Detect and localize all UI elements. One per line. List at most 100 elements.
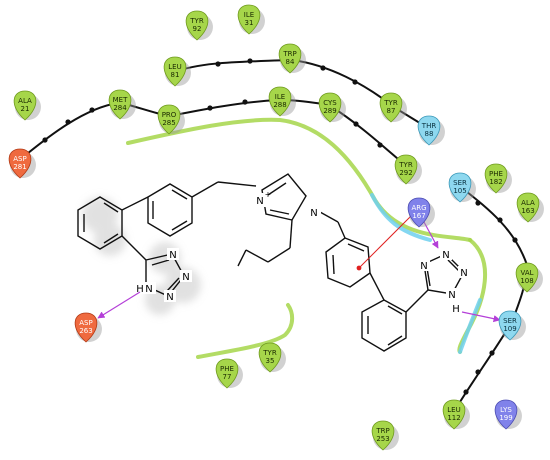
residue-name: TYR [398, 161, 413, 169]
atom-tet1-n3: N [166, 292, 173, 303]
residue-name: TRP [282, 50, 296, 58]
pocket-curve-right [457, 238, 488, 354]
backbone-leu81-trp84 [174, 59, 289, 73]
residue-number: 285 [162, 119, 175, 127]
residue-name: THR [421, 122, 437, 130]
backbone-pro285-ile288 [169, 99, 279, 117]
residue-number: 81 [171, 71, 180, 79]
pocket-curve-right-blue [458, 298, 482, 354]
pocket-outline [126, 117, 488, 359]
residue-name: ILE [244, 11, 254, 19]
hbond-tet1-asp263 [97, 291, 141, 319]
residue-number: 105 [453, 187, 466, 195]
residue-name: PHE [489, 170, 503, 178]
residue-name: SER [453, 179, 467, 187]
residue-name: CYS [323, 99, 337, 107]
residue-number: 31 [245, 19, 254, 27]
atom-tet2-n1: N [420, 261, 427, 272]
residue-name: ARG [411, 204, 426, 212]
residue-number: 108 [520, 277, 533, 285]
atom-tet2-n3: N [460, 268, 467, 279]
residue-number: 281 [13, 163, 26, 171]
residue-name: SER [503, 317, 517, 325]
ring-phenyl-c [325, 237, 371, 288]
residue-number: 21 [21, 105, 30, 113]
atom-tet1-n1: N [169, 250, 176, 261]
residue-name: LYS [500, 406, 512, 414]
atom-tet2-h: H [452, 304, 460, 315]
ring-phenyl-b [147, 183, 193, 237]
residue-name: TYR [189, 17, 204, 25]
residue-number: 292 [399, 169, 412, 177]
atom-tet1-n2: N [182, 272, 189, 283]
atom-n-plus: N [256, 196, 263, 207]
residue-name: TYR [383, 99, 398, 107]
residue-number: 163 [521, 207, 534, 215]
ring-imidazolium [261, 173, 307, 221]
residue-number: 87 [387, 107, 396, 115]
residue-number: 284 [113, 104, 127, 112]
atom-labels: N + N N N N H N N N N N H [136, 190, 470, 315]
pocket-curve-bottom [196, 303, 295, 359]
cation-pi-arg167 [358, 214, 413, 269]
ligand-structure [77, 173, 465, 352]
residue-name: LEU [168, 63, 181, 71]
residue-number: 289 [323, 107, 336, 115]
residue-number: 199 [499, 414, 512, 422]
residue-name: MET [113, 96, 128, 104]
backbone-beads [42, 58, 518, 395]
residue-number: 182 [489, 178, 502, 186]
residue-number: 288 [273, 101, 286, 109]
residue-name: ASP [79, 319, 92, 327]
residue-number: 167 [412, 212, 425, 220]
residue-name: VAL [520, 269, 533, 277]
hbond-arg167-tet2 [423, 221, 439, 249]
atom-tet2-n2: N [442, 250, 449, 261]
atom-n-imidazole: N [310, 208, 317, 219]
residue-name: PRO [162, 111, 177, 119]
residue-number: 253 [376, 435, 389, 443]
residue-name: ALA [521, 199, 535, 207]
backbone-trp84-tyr87 [291, 59, 391, 105]
interactions [97, 214, 501, 323]
residue-number: 77 [223, 373, 232, 381]
atom-tet1-nh: N [145, 284, 152, 295]
residue-name: LEU [447, 406, 460, 414]
residue-name: PHE [220, 365, 234, 373]
atom-tet2-nh: N [448, 290, 455, 301]
residue-number: 84 [286, 58, 295, 66]
residue-name: TYR [262, 349, 277, 357]
hbond-tet2-ser109 [461, 311, 501, 323]
residue-number: 112 [447, 414, 460, 422]
atom-tet1-h: H [136, 284, 144, 295]
residue-name: ALA [18, 97, 32, 105]
residue-number: 92 [193, 25, 202, 33]
residue-name: ASP [13, 155, 26, 163]
pocket-curve-top-blue [370, 193, 432, 242]
residue-number: 109 [503, 325, 516, 333]
